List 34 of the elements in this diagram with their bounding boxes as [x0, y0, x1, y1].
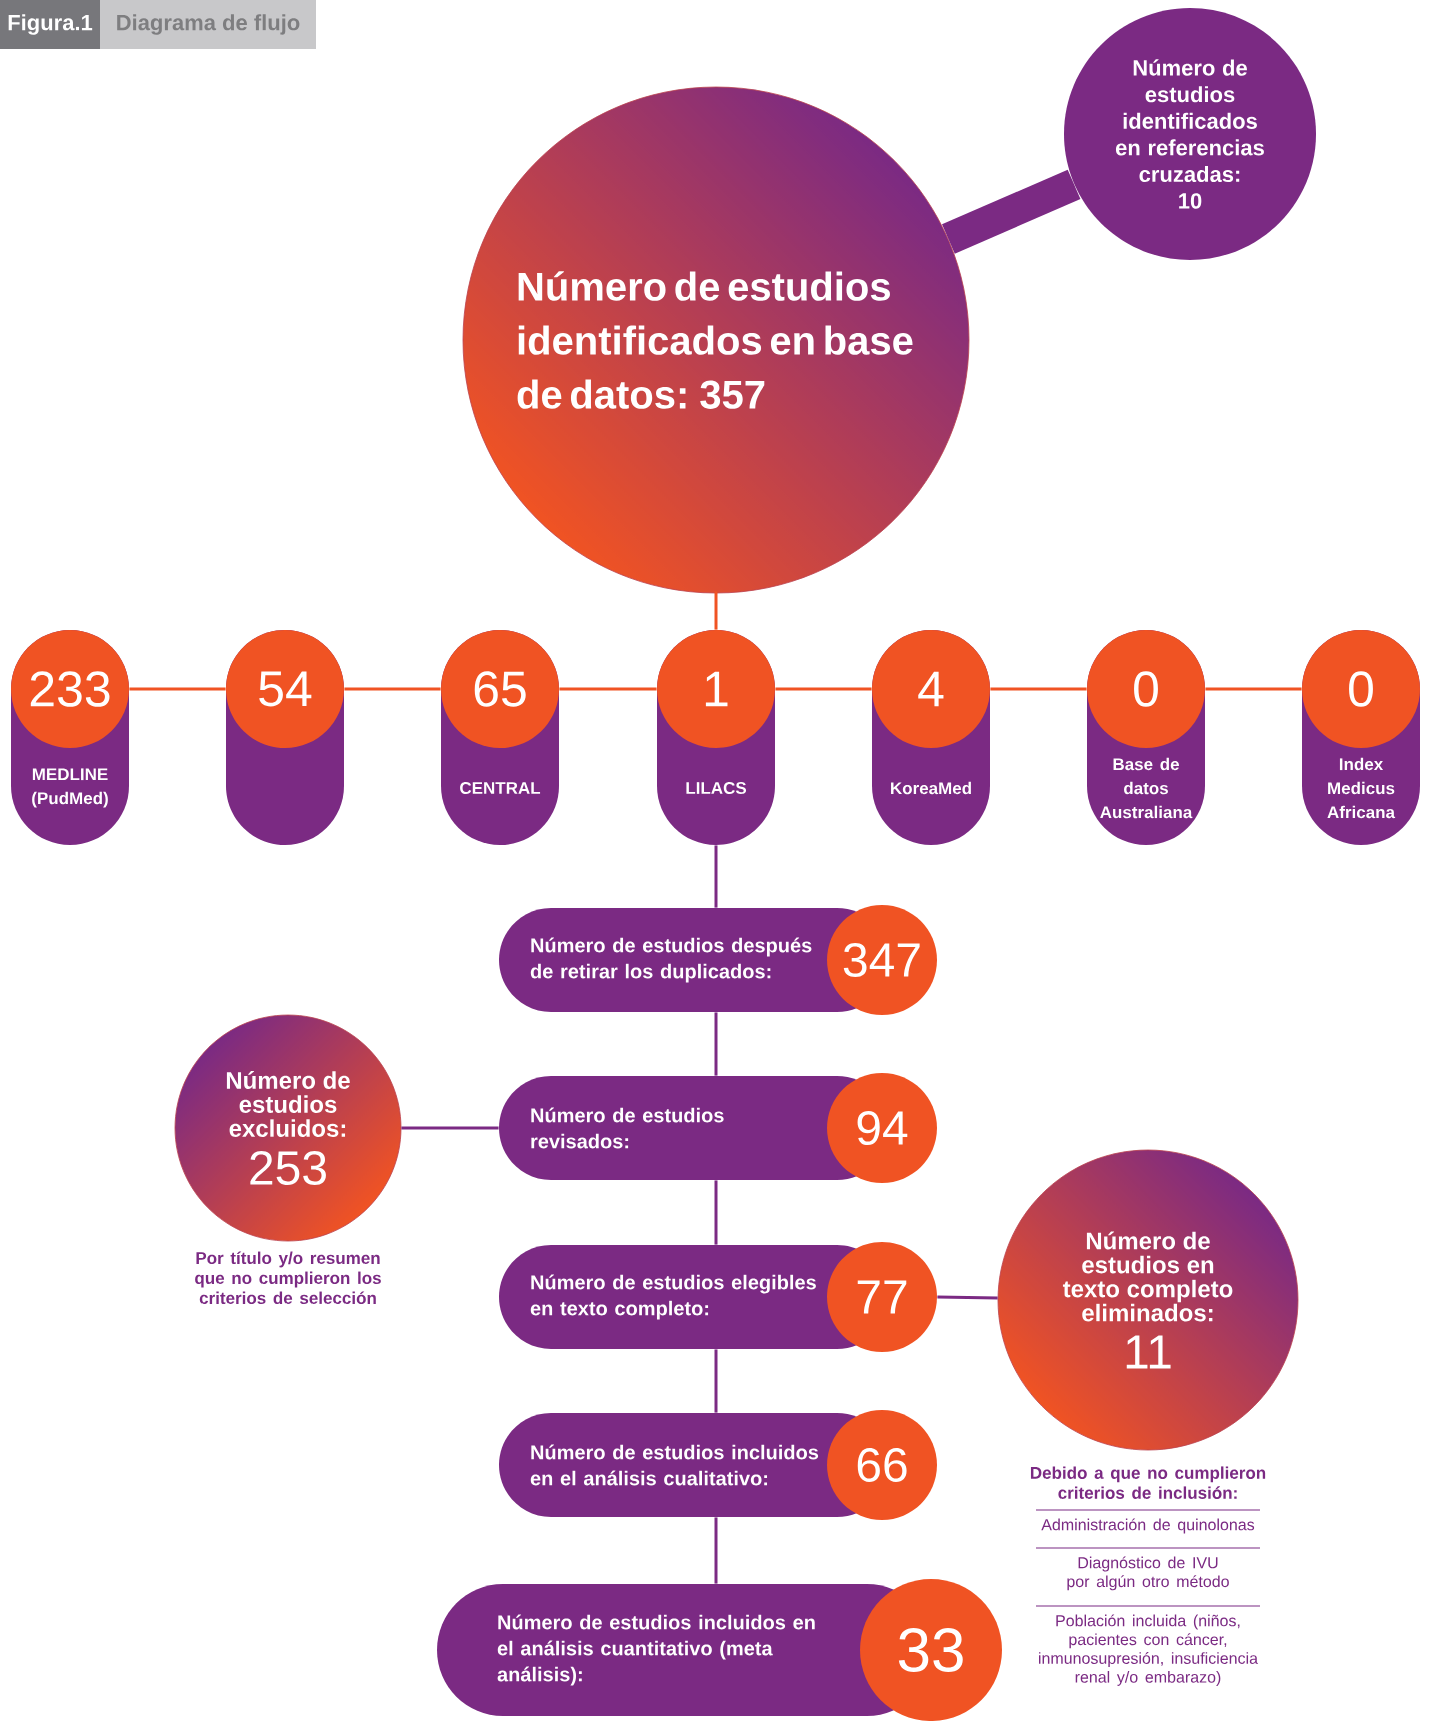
connector-line [401, 1126, 499, 1130]
connector-line [344, 687, 441, 691]
database-pill: 0 Base de datos Australiana [1087, 630, 1205, 845]
database-pill: 65 CENTRAL [441, 630, 559, 845]
connector-line [714, 1180, 718, 1245]
connector-line [937, 1295, 998, 1300]
connector-line [714, 845, 718, 908]
database-pill: 54 [226, 630, 344, 845]
database-pill: 1 LILACS [657, 630, 775, 845]
criterion-text: Población incluida (niños, pacientes con cáncer, inmunosupresión, insuficiencia renal y/o embarazo) [1039, 1614, 1258, 1686]
connector-line [775, 687, 872, 691]
connector-line [714, 1349, 718, 1413]
criterion-text: Diagnóstico de IVU por algún otro método [1067, 1556, 1229, 1591]
note-text: Por título y/o resumen que no cumplieron los criterios de selección [195, 1251, 381, 1305]
process-bar: Número de estudios incluidos en el análisis cualitativo: 66 [499, 1410, 937, 1520]
connector-line [990, 687, 1087, 691]
connector-line [714, 591, 718, 630]
connector-line [714, 1012, 718, 1076]
process-bar: Número de estudios incluidos en el análisis cuantitativo (meta análisis): 33 [437, 1579, 1002, 1721]
process-bar: Número de estudios después de retirar los duplicados: 347 [499, 905, 937, 1015]
connector-line [129, 687, 226, 691]
database-pill: 233 MEDLINE (PudMed) [11, 630, 129, 845]
criterion-text: Administración de quinolonas [1041, 1518, 1255, 1534]
connector-line [942, 169, 1081, 254]
connector-line [1205, 687, 1302, 691]
process-bar: Número de estudios elegibles en texto completo: 77 [499, 1242, 937, 1352]
database-pill: 0 Index Medicus Africana [1302, 630, 1420, 845]
connector-line [714, 1517, 718, 1584]
note-heading: Debido a que no cumplieron criterios de inclusión: [1030, 1466, 1266, 1499]
header-tab: Figura.1 [0, 0, 100, 49]
database-pill: 4 KoreaMed [872, 630, 990, 845]
header-tab: Diagrama de flujo [100, 0, 316, 49]
connector-line [559, 687, 657, 691]
process-bar: Número de estudios revisados: 94 [499, 1073, 937, 1183]
